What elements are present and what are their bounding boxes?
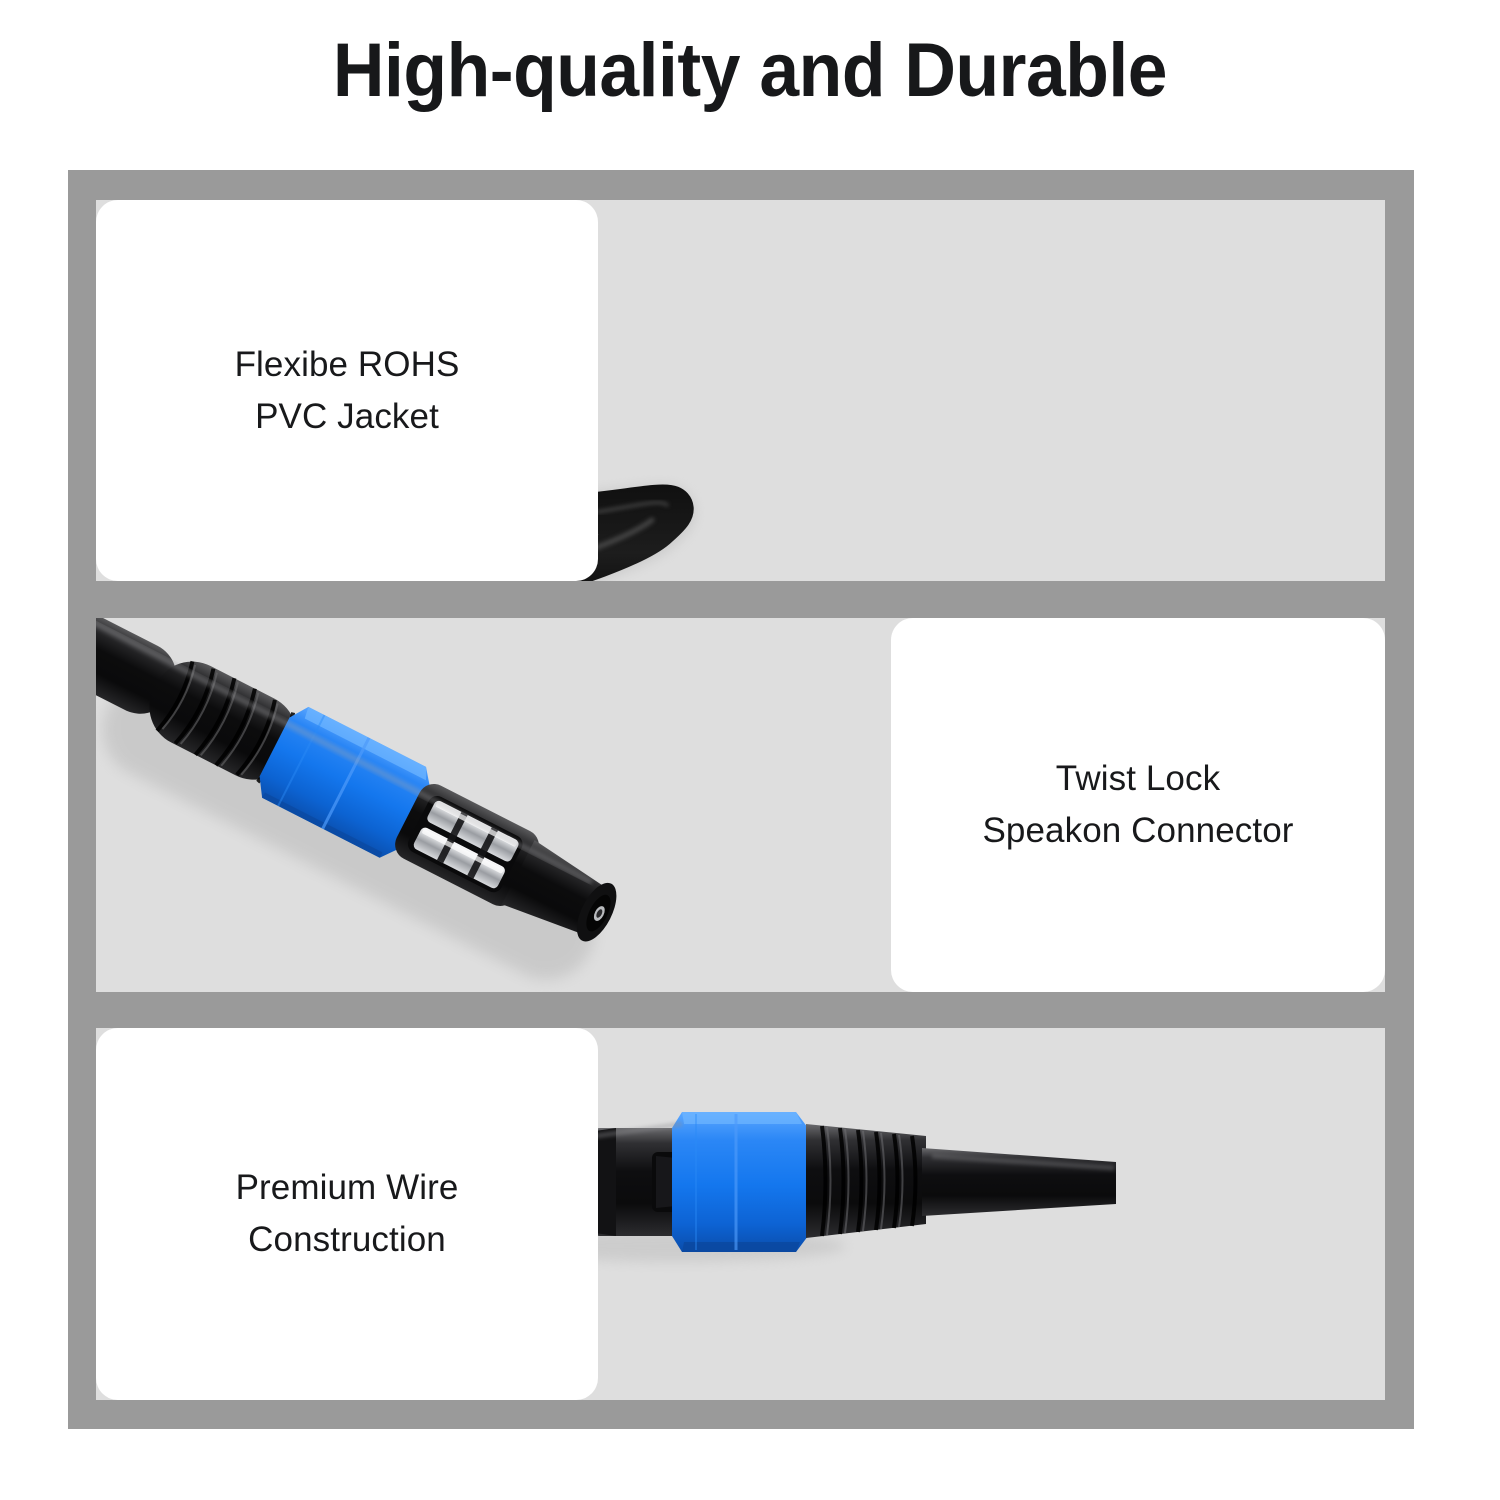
caption-text-pvc-jacket: Flexibe ROHS PVC Jacket [235, 339, 460, 443]
feature-row-wire-construction: Premium Wire Construction [96, 1028, 1385, 1400]
caption-card-wire-construction: Premium Wire Construction [96, 1028, 598, 1400]
feature-row-twist-lock: Twist Lock Speakon Connector [96, 618, 1385, 992]
caption-card-twist-lock: Twist Lock Speakon Connector [891, 618, 1385, 992]
caption-card-pvc-jacket: Flexibe ROHS PVC Jacket [96, 200, 598, 581]
caption-line-1: Premium Wire [235, 1168, 459, 1207]
feature-row-pvc-jacket: Flexibe ROHS PVC Jacket [96, 200, 1385, 581]
caption-line-2: Speakon Connector [982, 811, 1294, 850]
caption-text-wire-construction: Premium Wire Construction [236, 1162, 459, 1266]
caption-line-2: PVC Jacket [255, 396, 439, 436]
page-title: High-quality and Durable [332, 28, 1168, 113]
connector-plug-part [588, 1112, 1116, 1252]
panel-frame: Flexibe ROHS PVC Jacket [68, 170, 1414, 1429]
caption-line-1: Twist Lock [1055, 759, 1221, 798]
caption-line-2: Construction [248, 1220, 446, 1259]
caption-line-1: Flexibe ROHS [234, 344, 460, 384]
speakon-connector-illustration [96, 618, 617, 980]
caption-text-twist-lock: Twist Lock Speakon Connector [982, 753, 1293, 857]
